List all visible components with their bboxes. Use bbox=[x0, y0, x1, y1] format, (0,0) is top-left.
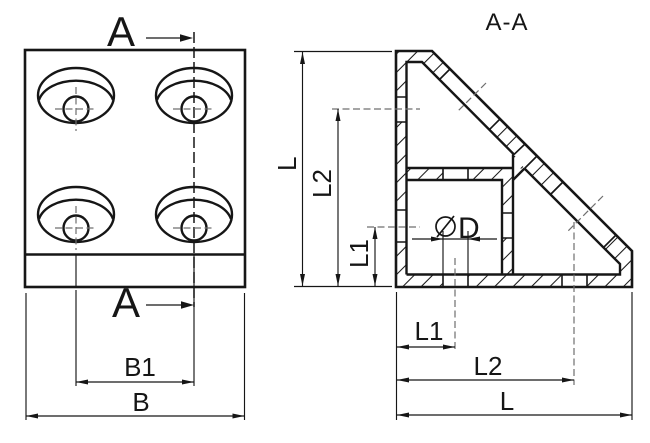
dim-l2-left-label: L2 bbox=[307, 169, 337, 198]
dim-d-label: D bbox=[458, 212, 480, 245]
dimension-l1-bottom: L1 bbox=[395, 292, 455, 420]
counterbore-hole-bottom-right bbox=[154, 185, 234, 244]
dim-l1-left-label: L1 bbox=[344, 239, 374, 268]
dimension-l2-left: L2 bbox=[307, 109, 341, 286]
plate-outline bbox=[23, 48, 247, 289]
centerlines bbox=[332, 82, 604, 385]
section-view: L L2 L1 D bbox=[272, 49, 634, 420]
section-label-top: A bbox=[107, 8, 135, 55]
dim-b1-label: B1 bbox=[124, 352, 156, 382]
dimension-l-left: L bbox=[272, 50, 392, 288]
section-arrow-top: A bbox=[107, 8, 193, 55]
dimension-b: B bbox=[25, 293, 246, 420]
counterbore-hole-top-right bbox=[154, 66, 234, 125]
profile-outline bbox=[394, 49, 634, 289]
dimension-l-bottom: L bbox=[397, 292, 633, 420]
dim-b-label: B bbox=[132, 387, 149, 417]
front-view: A A B1 B bbox=[23, 8, 247, 420]
dimension-l2-bottom: L2 bbox=[397, 351, 574, 383]
counterbore-hole-top-left bbox=[36, 66, 116, 131]
dim-l1-bottom-label: L1 bbox=[415, 316, 444, 346]
dim-l-left-label: L bbox=[272, 157, 302, 171]
section-title: A-A bbox=[485, 9, 528, 36]
dim-l-bottom-label: L bbox=[500, 386, 514, 416]
dim-l2-bottom-label: L2 bbox=[474, 351, 503, 381]
dimension-l1-left: L1 bbox=[344, 227, 378, 286]
section-label-bottom: A bbox=[112, 279, 140, 326]
dimension-b1: B1 bbox=[75, 290, 195, 386]
counterbore-hole-bottom-left bbox=[36, 185, 116, 250]
wall-hole-rungs bbox=[396, 68, 617, 287]
section-arrow-bottom: A bbox=[112, 279, 194, 326]
diameter-symbol-icon bbox=[435, 215, 456, 238]
dimension-d: D bbox=[412, 212, 497, 275]
